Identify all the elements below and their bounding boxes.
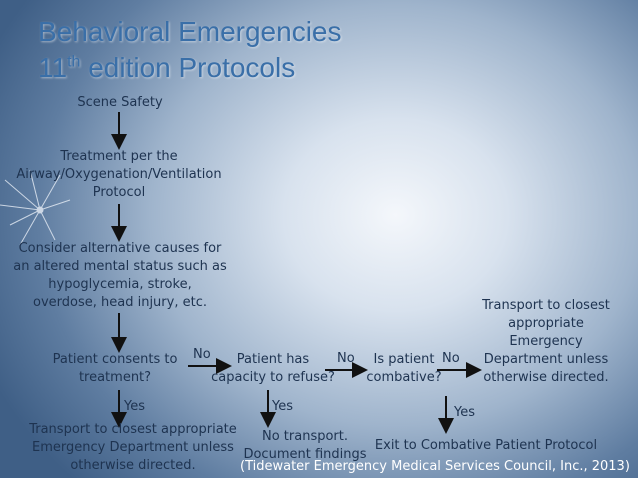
citation: (Tidewater Emergency Medical Services Co… — [240, 459, 630, 474]
label-no-consents: No — [193, 347, 211, 362]
title-edition-number: 11 — [38, 52, 68, 83]
node-scene-safety: Scene Safety — [77, 95, 163, 110]
title-line-2: edition Protocols — [88, 52, 296, 83]
node-patient-consents: Patient consents to treatment? — [52, 352, 178, 385]
label-yes-capacity: Yes — [272, 399, 293, 414]
node-transport-closest-top: Transport to closest appropriate Emergen… — [482, 298, 610, 385]
node-consider-causes: Consider alternative causes for an alter… — [13, 241, 227, 310]
page-title: Behavioral Emergencies 11th edition Prot… — [38, 14, 342, 86]
dandelion-decoration — [0, 169, 71, 246]
node-treatment: Treatment per the Airway/Oxygenation/Ven… — [16, 149, 222, 200]
label-no-combative: No — [442, 351, 460, 366]
label-yes-combative: Yes — [454, 405, 475, 420]
label-yes-consents: Yes — [124, 399, 145, 414]
node-transport-closest-bottom: Transport to closest appropriate Emergen… — [29, 422, 237, 473]
title-edition-suffix: th — [67, 53, 81, 71]
node-exit-combative: Exit to Combative Patient Protocol — [374, 438, 598, 453]
node-no-transport: No transport. Document findings — [243, 429, 367, 462]
node-capacity-to-refuse: Patient has capacity to refuse? — [211, 352, 335, 385]
title-line-1: Behavioral Emergencies — [38, 16, 342, 47]
node-is-combative: Is patient combative? — [366, 352, 442, 385]
label-no-capacity: No — [337, 351, 355, 366]
